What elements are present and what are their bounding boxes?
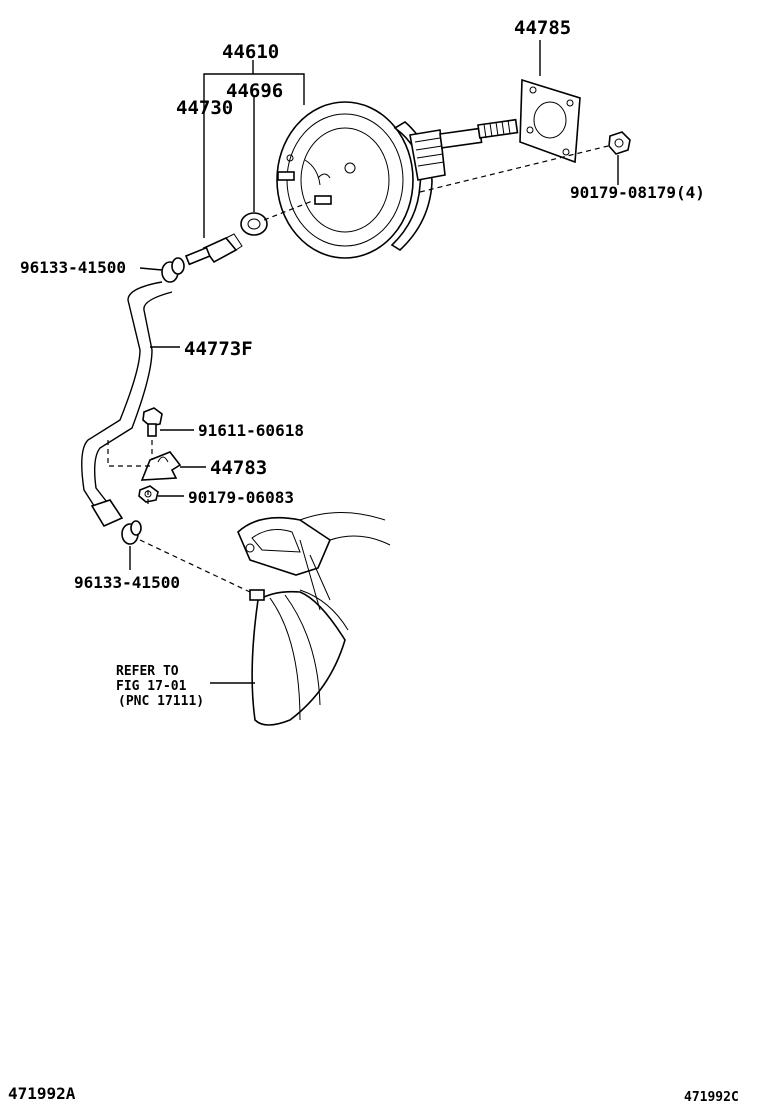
label-44696: 44696 — [226, 80, 283, 102]
label-96133-41500-top: 96133-41500 — [20, 258, 126, 277]
reference-line-3: (PNC 17111) — [118, 694, 204, 709]
reference-line-2: FIG 17-01 — [116, 679, 187, 694]
label-44783: 44783 — [210, 457, 267, 479]
label-44773f: 44773F — [184, 338, 253, 360]
grommet-44696 — [240, 212, 268, 236]
footer-code-left: 471992A — [8, 1084, 76, 1103]
booster-gasket — [519, 78, 581, 164]
assembly-dashed-lines — [107, 145, 609, 593]
label-90179-08179: 90179-08179(4) — [570, 183, 705, 202]
bolt-91611-60618 — [142, 407, 163, 437]
label-90179-06083: 90179-06083 — [188, 488, 294, 507]
brake-booster-body — [276, 101, 519, 259]
label-44730: 44730 — [176, 97, 233, 119]
intake-manifold-reference — [237, 512, 391, 726]
hose-clip-top — [161, 257, 185, 283]
nut-90179-08179 — [608, 131, 631, 155]
hose-clip-bottom — [121, 520, 142, 545]
label-96133-41500-bottom: 96133-41500 — [74, 573, 180, 592]
leader-lines — [129, 40, 619, 684]
label-44785: 44785 — [514, 17, 571, 39]
check-valve-44730 — [184, 233, 243, 266]
reference-line-1: REFER TO — [116, 664, 179, 679]
clamp-44783 — [140, 451, 182, 481]
label-44610: 44610 — [222, 41, 279, 63]
footer-code-right: 471992C — [684, 1090, 739, 1105]
vacuum-hose-44773f — [81, 281, 173, 528]
label-91611-60618: 91611-60618 — [198, 421, 304, 440]
